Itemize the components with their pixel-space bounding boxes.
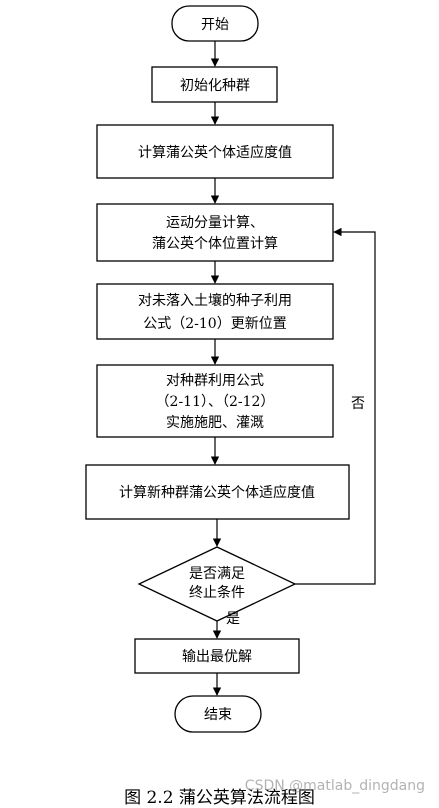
output-label: 输出最优解 xyxy=(182,649,252,665)
init-box xyxy=(151,66,278,103)
fitness-label: 计算蒲公英个体适应度值 xyxy=(138,144,292,161)
end-terminal xyxy=(174,695,262,733)
motion-label-line2: 蒲公英个体位置计算 xyxy=(152,235,278,252)
flowchart: 开始 初始化种群 计算蒲公英个体适应度值 运动分量计算、 蒲公英个体位置计算 对… xyxy=(85,5,376,733)
new-fitness-label: 计算新种群蒲公英个体适应度值 xyxy=(119,484,315,501)
arrow-decision-no-loop xyxy=(295,227,376,585)
end-label: 结束 xyxy=(204,707,232,723)
motion-label-line1: 运动分量计算、 xyxy=(166,215,264,231)
update-label-line1: 对未落入土壤的种子利用 xyxy=(138,292,292,309)
decision-diamond xyxy=(137,546,297,622)
update-box xyxy=(96,283,334,340)
fertilize-label-line1: 对种群利用公式 xyxy=(166,373,264,389)
yes-label: 是 xyxy=(226,611,240,627)
watermark: CSDN @matlab_dingdang xyxy=(244,778,425,794)
fertilize-box xyxy=(96,364,334,438)
update-label-line2: 公式（2-10）更新位置 xyxy=(143,316,286,332)
decision-label-line1: 是否满足 xyxy=(189,566,245,582)
fertilize-label-line2: （2-11）、（2-12） xyxy=(156,394,275,410)
figure-caption: 图 2.2 蒲公英算法流程图 xyxy=(124,788,315,808)
decision-label-line2: 终止条件 xyxy=(189,584,245,601)
start-label: 开始 xyxy=(201,17,229,33)
fertilize-label-line3: 实施施肥、灌溉 xyxy=(166,415,264,431)
motion-box xyxy=(96,203,334,262)
no-label: 否 xyxy=(351,396,365,412)
init-label: 初始化种群 xyxy=(180,77,250,94)
